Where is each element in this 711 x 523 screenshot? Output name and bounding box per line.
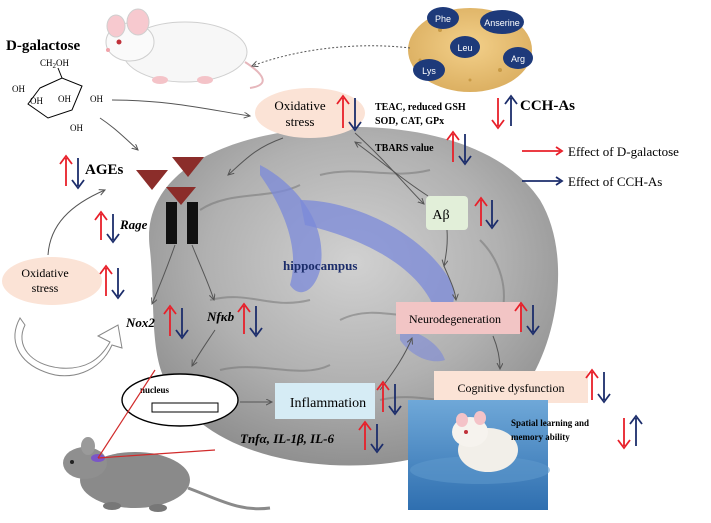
effect-arrow-pair xyxy=(336,94,362,132)
effect-arrow-pair xyxy=(358,420,384,454)
mouse-illustration-bottom xyxy=(63,437,271,512)
ages-triangles xyxy=(136,157,204,205)
water-maze-illustration xyxy=(408,400,550,510)
amino-label-leu: Leu xyxy=(457,43,472,53)
nucleus-node xyxy=(121,373,239,427)
oxidative-stress-top-label: Oxidative xyxy=(274,98,325,113)
effect-arrow-pair xyxy=(99,264,125,300)
oh-label: OH xyxy=(30,96,43,106)
effect-arrow-pair xyxy=(617,414,643,450)
legend-cch-label: Effect of CCH-As xyxy=(568,174,662,189)
oh-label: OH xyxy=(58,94,71,104)
effect-arrow-pair xyxy=(474,196,499,230)
oh-label: OH xyxy=(90,94,103,104)
amino-label-phe: Phe xyxy=(435,14,451,24)
effect-arrow-pair xyxy=(59,154,85,190)
oxidative-stress-left-label: stress xyxy=(32,281,59,295)
dna-segment xyxy=(151,402,219,413)
hippocampus-region xyxy=(260,165,322,293)
pointer-line-to-brain-2 xyxy=(97,449,216,459)
spatial-learning-label: Spatial learning and xyxy=(511,418,589,428)
cognitive-dysfunction-node xyxy=(434,371,588,403)
amino-badge xyxy=(427,7,459,29)
neurodegeneration-label: Neurodegeneration xyxy=(409,312,501,326)
amino-label-anserine: Anserine xyxy=(484,18,520,28)
dotted-arrow-powder-to-mouse xyxy=(252,45,411,66)
amino-label-lys: Lys xyxy=(422,66,436,76)
d-galactose-label: D-galactose xyxy=(6,38,80,54)
effect-arrow-pair xyxy=(94,210,120,244)
inflammation-label: Inflammation xyxy=(290,396,366,411)
effect-arrow-pair xyxy=(446,130,472,166)
amino-badge xyxy=(450,36,480,58)
amino-badge xyxy=(480,10,524,34)
oh-label: OH xyxy=(70,123,83,133)
antioxidant-markers-line1: TEAC, reduced GSH xyxy=(375,102,466,113)
effect-arrow-pair xyxy=(514,301,540,336)
tbars-label: TBARS value xyxy=(375,143,434,154)
neurodegeneration-node xyxy=(396,302,520,334)
effect-arrows xyxy=(59,94,643,454)
cycle-arrow-icon xyxy=(14,317,123,377)
hippocampus-label: hippocampus xyxy=(283,258,357,273)
oxidative-stress-top-label: stress xyxy=(286,114,315,129)
oxidative-stress-top-node xyxy=(255,88,365,138)
oxidative-stress-left-label: Oxidative xyxy=(21,266,68,280)
pointer-line-to-brain xyxy=(97,369,156,459)
effect-arrow-pair xyxy=(585,368,611,404)
nfkb-label: Nfκb xyxy=(206,309,235,324)
ages-label: AGEs xyxy=(85,162,124,178)
amino-badge xyxy=(503,47,533,69)
mouse-illustration-top xyxy=(105,8,264,89)
amino-label-arg: Arg xyxy=(511,54,525,64)
hippocampus-region-2 xyxy=(300,200,455,313)
legend-d-galactose-label: Effect of D-galactose xyxy=(568,144,679,159)
rage-label: Rage xyxy=(119,217,148,232)
amino-acid-badges: Phe Anserine Leu Lys Arg xyxy=(413,7,533,81)
antioxidant-markers-line2: SOD, CAT, GPx xyxy=(375,116,444,127)
cognitive-dysfunction-label: Cognitive dysfunction xyxy=(458,381,565,395)
effect-arrow-pair xyxy=(491,94,518,130)
cch-as-label: CCH-As xyxy=(520,98,575,114)
rage-receptor xyxy=(166,202,198,244)
oxidative-stress-left-node xyxy=(2,257,102,305)
memory-ability-label: memory ability xyxy=(511,432,570,442)
legend: Effect of D-galactose Effect of CCH-As xyxy=(522,144,679,189)
nox2-label: Nox2 xyxy=(125,315,155,330)
inflammation-node xyxy=(275,383,375,419)
cytokines-label: Tnfα, IL-1β, IL-6 xyxy=(240,431,335,446)
nucleus-label: nucleus xyxy=(140,385,170,395)
effect-arrow-pair xyxy=(376,380,402,416)
flow-arrows xyxy=(47,99,500,402)
ch2oh-label: CH2OH xyxy=(40,58,70,70)
effect-arrow-pair xyxy=(163,304,189,340)
abeta-label: Aβ xyxy=(432,208,449,223)
effect-arrow-pair xyxy=(237,302,263,338)
amino-badge xyxy=(413,59,445,81)
oh-label: OH xyxy=(12,84,25,94)
galactose-structure xyxy=(27,67,83,119)
abeta-node xyxy=(426,196,468,230)
